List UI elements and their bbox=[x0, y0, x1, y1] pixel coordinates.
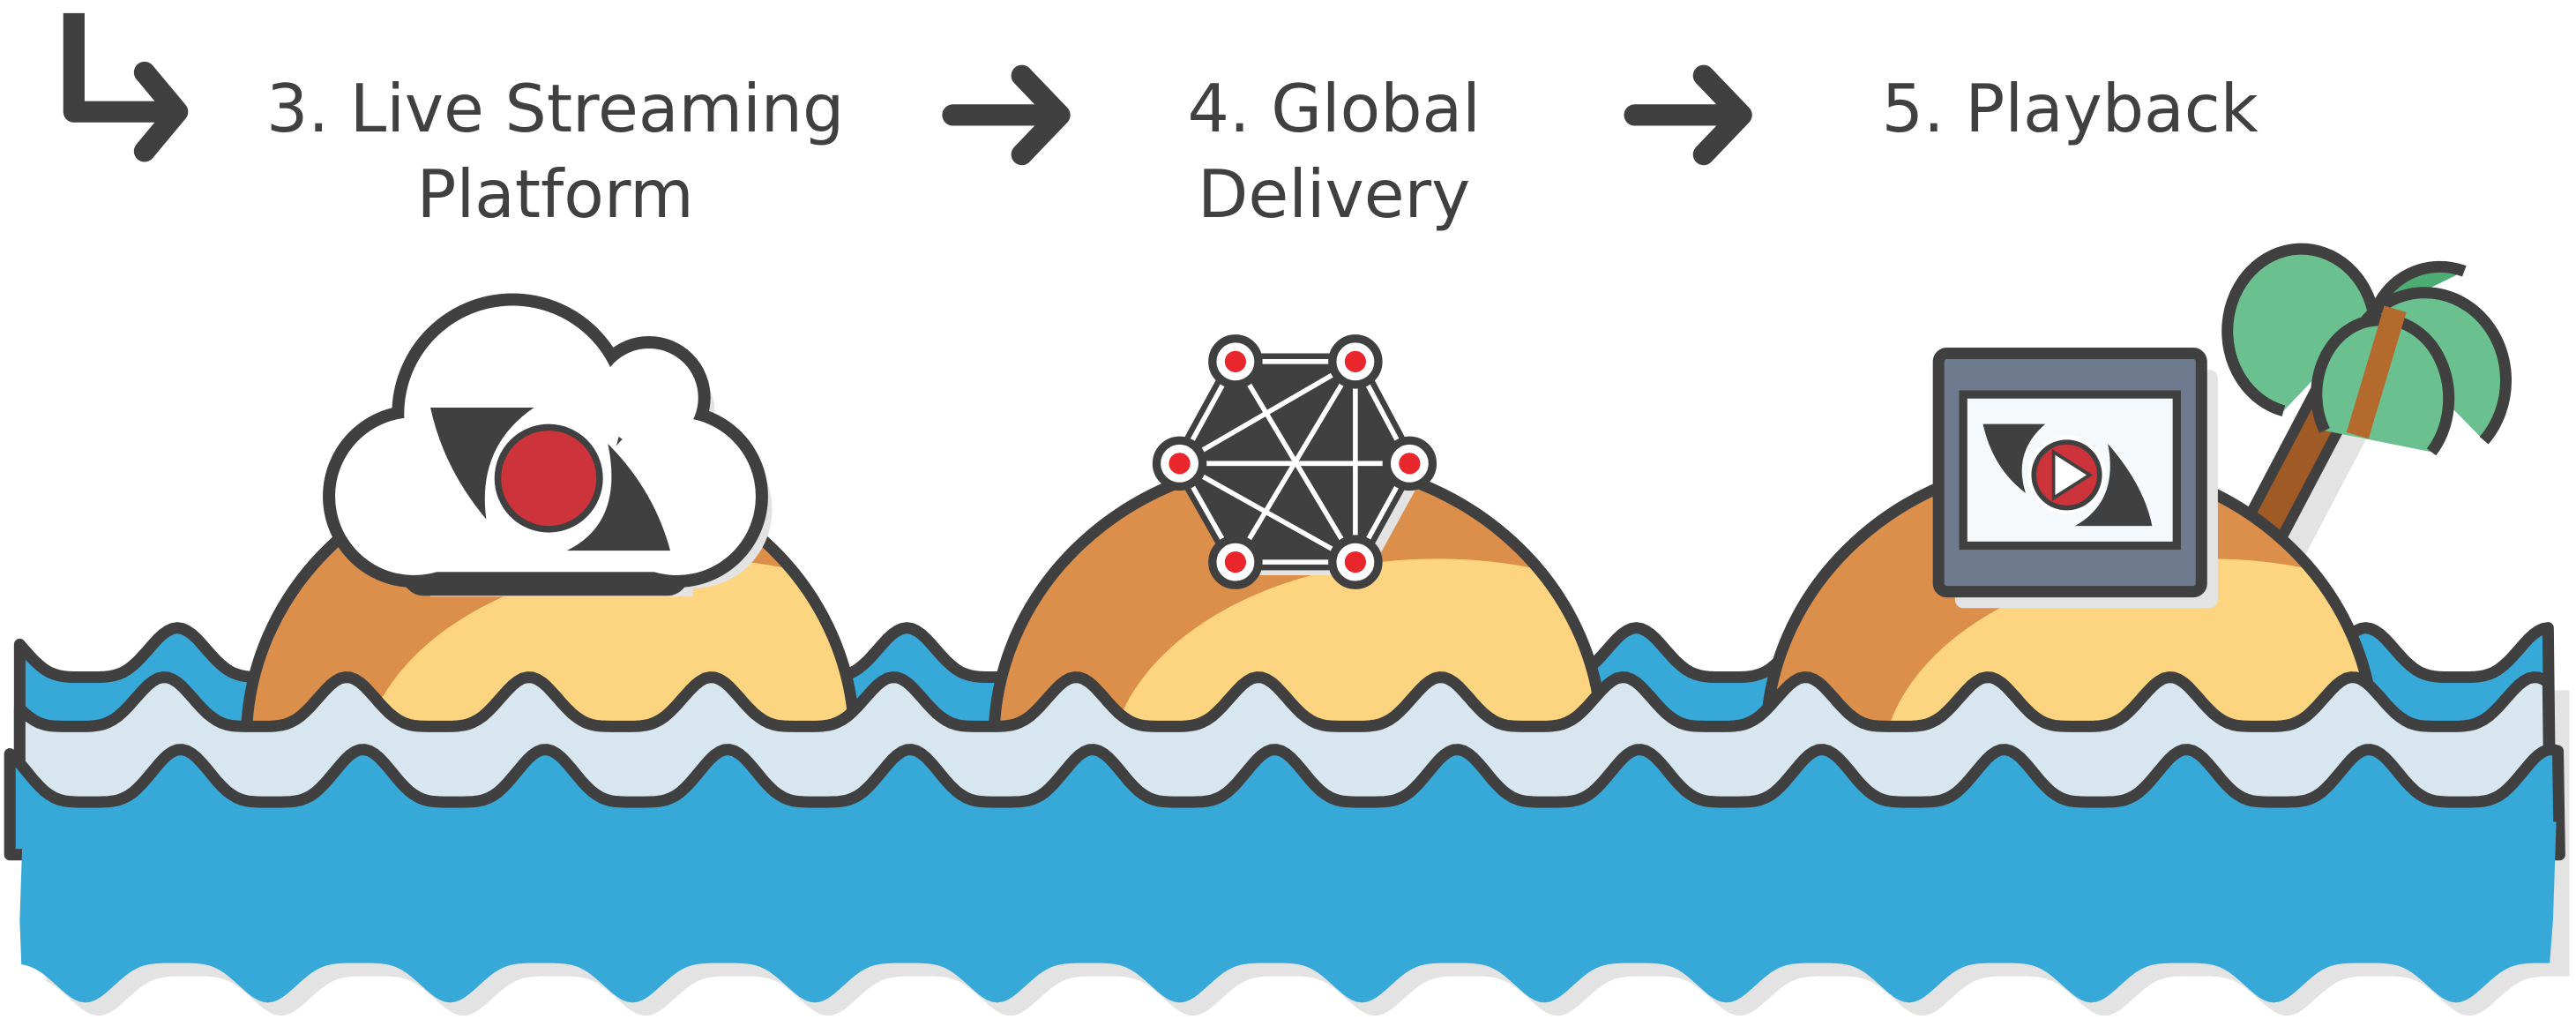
network-nodes-icon bbox=[1152, 334, 1437, 589]
network-node bbox=[1382, 436, 1437, 491]
corner-arrow-icon bbox=[63, 12, 189, 162]
step-4-title-line1: 4. Global bbox=[1187, 71, 1480, 147]
step-3-title-line2: Platform bbox=[417, 156, 694, 233]
palm-tree-icon bbox=[2196, 243, 2512, 636]
logo-right-shape bbox=[566, 443, 671, 551]
network-node bbox=[1152, 436, 1207, 491]
arrow-right-icon bbox=[1624, 64, 1752, 166]
video-player-icon bbox=[1932, 348, 2218, 609]
step-5-title: 5. Playback bbox=[1882, 71, 2259, 147]
network-node bbox=[1208, 334, 1263, 389]
step-3-title-line1: 3. Live Streaming bbox=[266, 71, 844, 147]
cloud-record-icon bbox=[323, 293, 773, 597]
network-node bbox=[1328, 535, 1383, 589]
network-node bbox=[1328, 334, 1383, 389]
water-body bbox=[19, 821, 2557, 1003]
arrow-right-icon bbox=[942, 64, 1071, 166]
network-node bbox=[1208, 535, 1263, 589]
step-4-title-line2: Delivery bbox=[1198, 156, 1470, 233]
logo-left-shape bbox=[430, 408, 534, 520]
